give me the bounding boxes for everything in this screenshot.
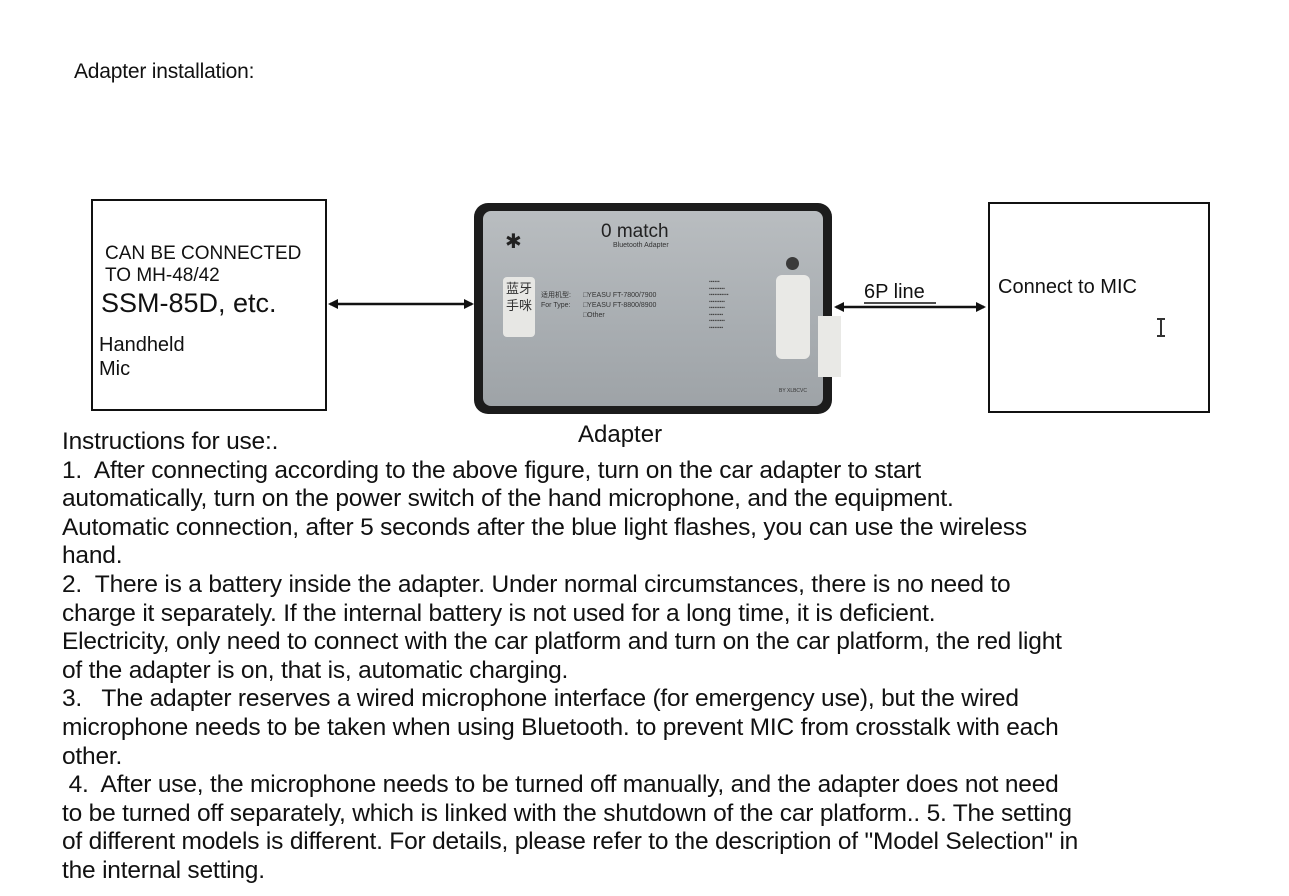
handheld-mic-box: CAN BE CONNECTED TO MH-48/42 SSM-85D, et… (91, 199, 327, 411)
text-cursor-icon (1157, 318, 1165, 337)
device-spec-block: 适用机型: For Type: □YEASU FT-7800/7900 □YEA… (541, 291, 656, 321)
instruction-line: 2. There is a battery inside the adapter… (62, 570, 1011, 598)
connect-to-mic-label: Connect to MIC (998, 276, 1137, 298)
handheld-label-line-1: Handheld (99, 334, 185, 356)
instruction-line: to be turned off separately, which is li… (62, 799, 1072, 827)
instruction-line: Automatic connection, after 5 seconds af… (62, 513, 1027, 541)
instruction-line: 4. After use, the microphone needs to be… (62, 771, 1059, 799)
spec-prefix-cn: 适用机型: (541, 292, 571, 299)
compatibility-text: CAN BE CONNECTED TO MH-48/42 (105, 243, 301, 287)
model-text: SSM-85D, etc. (101, 288, 277, 318)
instruction-line: 1. After connecting according to the abo… (62, 456, 921, 484)
instruction-line: the internal setting. (62, 856, 265, 884)
instruction-line: other. (62, 742, 123, 770)
compatibility-line-1: CAN BE CONNECTED (105, 243, 302, 264)
device-small-print: ▪▪▪▪▪▪▪▪▪▪▪▪▪▪▪▪▪▪▪▪▪▪▪▪▪▪▪▪▪▪▪▪▪▪▪▪▪▪▪▪… (709, 279, 729, 331)
instruction-line: 3. The adapter reserves a wired micropho… (62, 685, 1019, 713)
cable-plug (776, 275, 810, 359)
spec-prefixes: 适用机型: For Type: (541, 291, 581, 311)
spec-option: □YEASU FT-8800/8900 (582, 302, 657, 309)
instruction-line: of different models is different. For de… (62, 828, 1079, 856)
cable-plug-extension (818, 316, 841, 377)
spec-option: □Other (582, 312, 605, 319)
instruction-line: hand. (62, 542, 123, 570)
section-title: Adapter installation: (74, 60, 255, 83)
mic-connection-box: Connect to MIC (988, 202, 1210, 413)
adapter-face: ✱ 0 match Bluetooth Adapter 蓝牙手咪 适用机型: F… (483, 211, 823, 406)
adapter-device: ✱ 0 match Bluetooth Adapter 蓝牙手咪 适用机型: F… (474, 203, 832, 414)
spec-option: □YEASU FT-7800/7900 (582, 292, 657, 299)
device-brand: 0 match (601, 221, 669, 242)
spec-options: □YEASU FT-7800/7900 □YEASU FT-8800/8900 … (583, 291, 657, 321)
instruction-line: of the adapter is on, that is, automatic… (62, 656, 569, 684)
handheld-mic-label: Handheld Mic (99, 333, 185, 381)
bluetooth-icon: ✱ (505, 231, 522, 253)
device-chinese-label: 蓝牙手咪 (503, 277, 535, 337)
instructions-heading: Instructions for use:. (62, 428, 279, 455)
instruction-line: Electricity, only need to connect with t… (62, 628, 1062, 656)
device-brand-subtitle: Bluetooth Adapter (613, 242, 669, 249)
adapter-caption: Adapter (578, 421, 663, 448)
instruction-line: microphone needs to be taken when using … (62, 713, 1059, 741)
device-maker-mark: BY XLBCVC (779, 388, 807, 394)
compatibility-line-2: TO MH-48/42 (105, 265, 220, 286)
instruction-line: charge it separately. If the internal ba… (62, 599, 936, 627)
spec-prefix-en: For Type: (541, 302, 571, 309)
instructions-block: Instructions for use:. 1. After connecti… (62, 428, 1172, 886)
led-indicator (786, 257, 799, 270)
handheld-label-line-2: Mic (99, 358, 131, 380)
instruction-line: automatically, turn on the power switch … (62, 485, 954, 513)
cable-label: 6P line (864, 281, 925, 303)
